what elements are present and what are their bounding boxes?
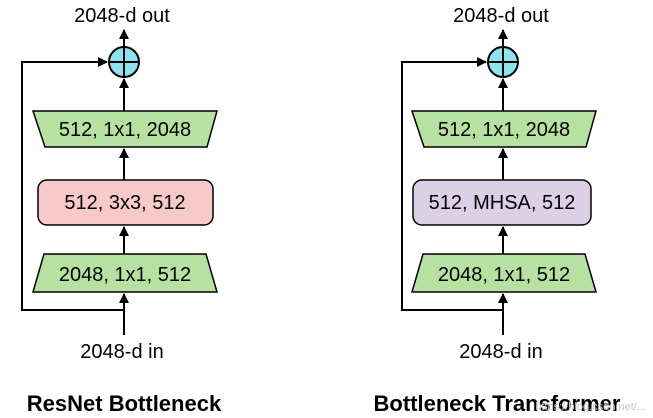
- bot-bottom-block-label: 2048, 1x1, 512: [438, 264, 570, 286]
- bot-adder-icon: [487, 46, 519, 78]
- resnet-top-block: [31, 110, 218, 148]
- resnet-adder-icon: [108, 46, 140, 78]
- resnet-top-block-label: 512, 1x1, 2048: [59, 119, 191, 141]
- resnet-middle-block-label: 512, 3x3, 512: [64, 192, 185, 214]
- bot-skip-connection: [401, 57, 503, 311]
- bot-output-label: 2048-d out: [453, 5, 549, 27]
- resnet-caption: ResNet Bottleneck: [27, 391, 222, 416]
- resnet-bottom-block-label: 2048, 1x1, 512: [59, 264, 191, 286]
- bot-bottom-block: [411, 253, 597, 293]
- bot-middle-block-label: 512, MHSA, 512: [429, 192, 576, 214]
- bottleneck-transformer-diagram: 2048-d out 512, 1x1, 2048 512, MHSA, 512…: [374, 5, 621, 416]
- bot-caption: Bottleneck Transformer: [374, 391, 621, 416]
- bot-top-block-label: 512, 1x1, 2048: [438, 119, 570, 141]
- resnet-input-label: 2048-d in: [80, 341, 163, 363]
- watermark: https://blog.csdn.net/...: [535, 401, 646, 413]
- resnet-output-label: 2048-d out: [74, 5, 170, 27]
- resnet-bottleneck-diagram: 2048-d out 512, 1x1, 2048 512, 3x3, 512 …: [21, 5, 222, 416]
- resnet-middle-block: [37, 179, 214, 226]
- bot-input-label: 2048-d in: [459, 341, 542, 363]
- bot-top-block: [410, 110, 597, 148]
- resnet-bottom-block: [32, 253, 218, 293]
- resnet-skip-connection: [21, 57, 124, 311]
